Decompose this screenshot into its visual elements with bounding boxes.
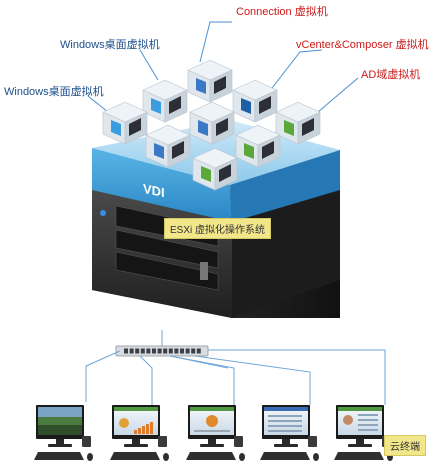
switch-port: [129, 348, 134, 354]
vm-cube: [187, 59, 233, 103]
switch-port: [152, 348, 156, 354]
thin-client-terminal: [186, 405, 245, 461]
vm-cube: [192, 147, 238, 191]
vm-cubes: [102, 59, 321, 191]
switch-port: [157, 348, 162, 354]
server-handle: [200, 262, 208, 280]
network-switch: [115, 345, 209, 357]
vm-cube: [232, 79, 278, 123]
switch-port: [185, 348, 190, 354]
power-led: [100, 210, 106, 216]
switch-port: [168, 348, 173, 354]
network-lines: [85, 330, 386, 405]
vm-cube: [142, 79, 188, 123]
thin-client-terminal: [110, 405, 169, 461]
switch-port: [163, 348, 168, 354]
connection-vm-label: Connection 虚拟机: [236, 6, 328, 18]
switch-port: [124, 348, 128, 354]
vcenter-composer-vm-label: vCenter&Composer 虚拟机: [296, 39, 429, 51]
switch-port: [191, 348, 196, 354]
esxi-os-label: ESXi 虚拟化操作系统: [164, 218, 272, 239]
vm-cube: [145, 124, 191, 168]
cloud-terminal-label: 云终端: [384, 435, 426, 456]
switch-port: [180, 348, 184, 354]
vm-cube: [102, 101, 148, 145]
windows-vm-label-left: Windows桌面虚拟机: [4, 86, 104, 98]
vm-cube: [275, 101, 321, 145]
thin-client-terminal: [34, 405, 93, 461]
switch-port: [140, 348, 145, 354]
vm-cube: [235, 124, 281, 168]
windows-vm-label-top: Windows桌面虚拟机: [60, 39, 160, 51]
vm-cube: [189, 101, 235, 145]
thin-client-terminal: [260, 405, 319, 461]
switch-port: [146, 348, 151, 354]
ad-vm-label: AD域虚拟机: [361, 69, 421, 81]
switch-port: [174, 348, 179, 354]
switch-port: [135, 348, 140, 354]
switch-port: [196, 348, 201, 354]
